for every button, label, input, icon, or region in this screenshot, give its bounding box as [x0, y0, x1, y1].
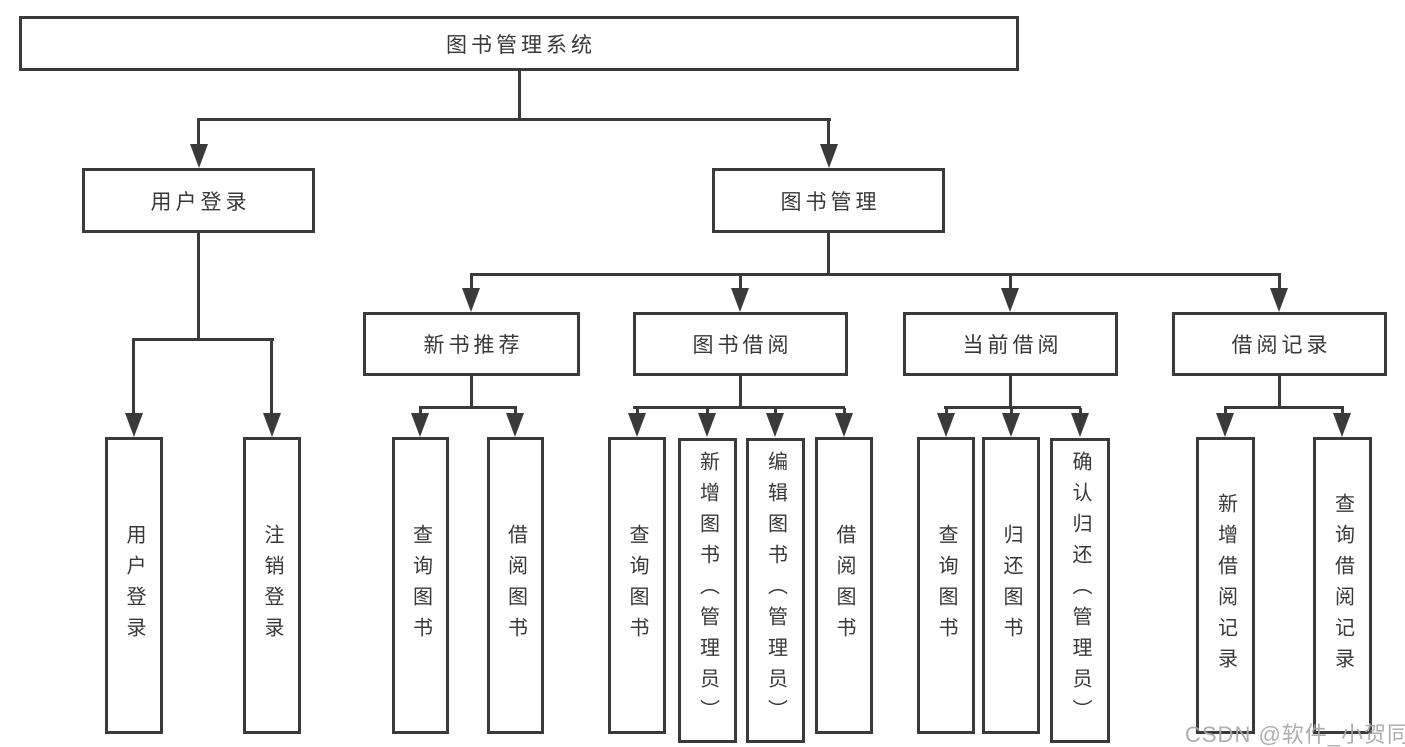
node-book-management: 图书管理	[712, 168, 945, 233]
connector-stem	[1010, 408, 1013, 416]
leaf-query-books-current-label: 查询图书	[935, 523, 957, 648]
arrowhead-down-icon	[766, 413, 784, 437]
connector-stem	[843, 408, 846, 416]
leaf-add-books-admin-label: 新增图书（管理员）	[696, 451, 719, 730]
connector-stem	[197, 120, 200, 147]
node-book-borrowing-label: 图书借阅	[692, 334, 793, 357]
connector-stem	[945, 408, 948, 416]
leaf-borrow-books-borrowing-label: 借阅图书	[833, 523, 855, 648]
arrowhead-down-icon	[937, 413, 955, 437]
node-borrowing-records: 借阅记录	[1172, 312, 1387, 376]
connector-stem	[1224, 408, 1227, 416]
arrowhead-down-icon	[820, 144, 838, 168]
connector-stem	[1278, 275, 1281, 291]
leaf-borrow-books-recommend: 借阅图书	[487, 437, 544, 734]
leaf-logout: 注销登录	[243, 437, 301, 734]
connector-stem	[636, 408, 639, 416]
leaf-query-books-borrowing-label: 查询图书	[626, 523, 648, 648]
leaf-borrow-books-recommend-label: 借阅图书	[504, 523, 527, 648]
connector-stem	[706, 408, 709, 416]
node-borrowing-records-label: 借阅记录	[1231, 334, 1332, 357]
connector-stem	[132, 340, 135, 415]
leaf-edit-books-admin-label: 编辑图书（管理员）	[764, 451, 787, 730]
connector-stem	[1009, 275, 1012, 291]
arrowhead-down-icon	[190, 144, 208, 168]
leaf-borrow-books-borrowing: 借阅图书	[815, 437, 873, 734]
connector-stem	[470, 376, 473, 408]
leaf-add-borrow-record: 新增借阅记录	[1196, 437, 1255, 734]
connector-stem	[197, 233, 200, 340]
leaf-return-books: 归还图书	[982, 437, 1040, 734]
arrowhead-down-icon	[628, 413, 646, 437]
node-root: 图书管理系统	[19, 16, 1019, 71]
arrowhead-down-icon	[1216, 413, 1234, 437]
connector-stem	[270, 340, 273, 415]
leaf-logout-label: 注销登录	[261, 523, 283, 648]
arrowhead-down-icon	[462, 288, 480, 312]
leaf-query-borrow-record: 查询借阅记录	[1313, 437, 1372, 734]
node-new-book-recommendation-label: 新书推荐	[423, 334, 524, 357]
connector-bus-recommend-group	[419, 406, 517, 409]
connector-stem	[774, 408, 777, 416]
connector-bus-login-group	[132, 338, 274, 341]
leaf-add-borrow-record-label: 新增借阅记录	[1214, 492, 1237, 679]
leaf-query-books-borrowing: 查询图书	[608, 437, 666, 734]
leaf-user-login: 用户登录	[105, 437, 163, 734]
connector-stem	[827, 120, 830, 147]
leaf-add-books-admin: 新增图书（管理员）	[678, 438, 737, 743]
leaf-query-books-recommend: 查询图书	[392, 437, 449, 734]
connector-bus-level3	[470, 273, 1281, 276]
arrowhead-down-icon	[1002, 413, 1020, 437]
connector-bus-level2	[197, 118, 831, 121]
leaf-confirm-return-admin: 确认归还（管理员）	[1050, 438, 1110, 743]
node-book-management-label: 图书管理	[780, 190, 881, 214]
arrowhead-down-icon	[263, 413, 281, 437]
connector-stem	[827, 233, 830, 275]
arrowhead-down-icon	[506, 413, 524, 437]
arrowhead-down-icon	[835, 413, 853, 437]
leaf-edit-books-admin: 编辑图书（管理员）	[746, 438, 805, 743]
node-root-label: 图书管理系统	[446, 33, 596, 57]
arrowhead-down-icon	[411, 413, 429, 437]
leaf-user-login-label: 用户登录	[123, 523, 145, 648]
node-book-borrowing: 图书借阅	[633, 312, 848, 376]
node-user-login-label: 用户登录	[150, 190, 251, 214]
arrowhead-down-icon	[1270, 288, 1288, 312]
connector-root-stem	[518, 70, 521, 120]
connector-stem	[739, 275, 742, 291]
arrowhead-down-icon	[1071, 413, 1089, 437]
node-user-login: 用户登录	[82, 168, 315, 233]
connector-stem	[470, 275, 473, 291]
connector-stem	[514, 408, 517, 416]
watermark: CSDN @软件_小贺同学	[1185, 722, 1405, 747]
connector-bus-records-group	[1224, 406, 1344, 409]
connector-bus-current-group	[944, 406, 1081, 409]
leaf-confirm-return-admin-label: 确认归还（管理员）	[1069, 451, 1091, 730]
leaf-query-books-current: 查询图书	[917, 437, 975, 734]
connector-stem	[1341, 408, 1344, 416]
arrowhead-down-icon	[1001, 288, 1019, 312]
connector-stem	[1079, 408, 1082, 416]
connector-stem	[739, 376, 742, 408]
connector-stem	[419, 408, 422, 416]
node-current-borrowing: 当前借阅	[903, 312, 1118, 376]
connector-stem	[1009, 376, 1012, 408]
arrowhead-down-icon	[731, 288, 749, 312]
connector-stem	[1278, 376, 1281, 408]
leaf-return-books-label: 归还图书	[1000, 523, 1022, 648]
arrowhead-down-icon	[698, 413, 716, 437]
connector-bus-borrow-group	[633, 406, 845, 409]
node-current-borrowing-label: 当前借阅	[962, 334, 1063, 357]
leaf-query-borrow-record-label: 查询借阅记录	[1331, 492, 1354, 679]
leaf-query-books-recommend-label: 查询图书	[409, 523, 432, 648]
node-new-book-recommendation: 新书推荐	[363, 312, 580, 376]
arrowhead-down-icon	[125, 413, 143, 437]
arrowhead-down-icon	[1333, 413, 1351, 437]
